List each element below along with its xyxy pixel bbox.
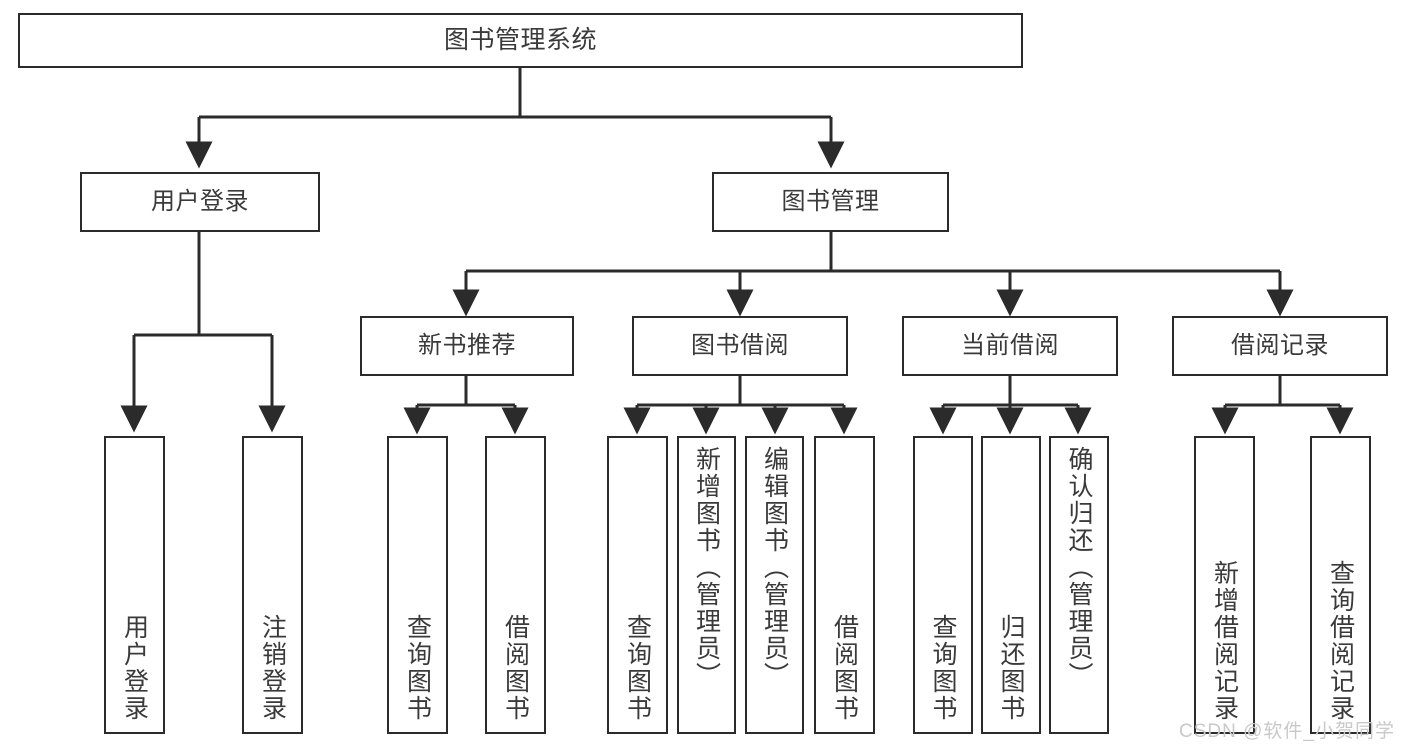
leaf-add-borrow-record[interactable]: 新增借阅记录 — [1194, 436, 1255, 734]
leaf-query-book-current[interactable]: 查询图书 — [913, 436, 973, 734]
leaf-user-login[interactable]: 用户登录 — [104, 436, 165, 734]
leaf-borrow-book[interactable]: 借阅图书 — [814, 436, 875, 734]
leaf-add-borrow-record-label: 新增借阅记录 — [1210, 560, 1239, 722]
leaf-edit-book-admin[interactable]: 编辑图书（管理员） — [745, 436, 804, 734]
leaf-query-book-current-label: 查询图书 — [929, 614, 957, 722]
node-new-book-recommend-label: 新书推荐 — [418, 331, 516, 359]
leaf-confirm-return-admin[interactable]: 确认归还（管理员） — [1049, 436, 1109, 734]
leaf-edit-book-admin-label: 编辑图书（管理员） — [760, 446, 789, 689]
leaf-borrow-book-new-label: 借阅图书 — [501, 614, 530, 722]
node-new-book-recommend[interactable]: 新书推荐 — [360, 316, 574, 376]
leaf-add-book-admin-label: 新增图书（管理员） — [692, 446, 721, 689]
watermark: CSDN @软件_小贺同学 — [1179, 721, 1395, 742]
node-current-borrow[interactable]: 当前借阅 — [902, 316, 1118, 376]
node-book-management-label: 图书管理 — [781, 187, 880, 215]
leaf-query-book-borrow-label: 查询图书 — [623, 614, 652, 722]
node-book-management[interactable]: 图书管理 — [712, 172, 949, 232]
leaf-user-login-label: 用户登录 — [120, 614, 149, 722]
leaf-logout[interactable]: 注销登录 — [242, 436, 303, 734]
node-current-borrow-label: 当前借阅 — [961, 331, 1059, 359]
node-borrow-records-label: 借阅记录 — [1231, 331, 1329, 359]
leaf-return-book[interactable]: 归还图书 — [981, 436, 1041, 734]
node-user-login-label: 用户登录 — [151, 187, 249, 215]
node-book-borrow-label: 图书借阅 — [691, 331, 789, 359]
leaf-borrow-book-label: 借阅图书 — [830, 614, 859, 722]
node-user-login[interactable]: 用户登录 — [80, 172, 320, 232]
leaf-query-book-borrow[interactable]: 查询图书 — [607, 436, 668, 734]
leaf-query-borrow-record[interactable]: 查询借阅记录 — [1310, 436, 1371, 734]
leaf-add-book-admin[interactable]: 新增图书（管理员） — [677, 436, 736, 734]
node-root[interactable]: 图书管理系统 — [18, 13, 1023, 68]
node-root-label: 图书管理系统 — [443, 25, 597, 54]
leaf-borrow-book-new[interactable]: 借阅图书 — [485, 436, 546, 734]
leaf-return-book-label: 归还图书 — [997, 614, 1025, 722]
node-book-borrow[interactable]: 图书借阅 — [632, 316, 848, 376]
leaf-confirm-return-admin-label: 确认归还（管理员） — [1065, 446, 1093, 689]
leaf-logout-label: 注销登录 — [258, 614, 287, 722]
leaf-query-borrow-record-label: 查询借阅记录 — [1326, 560, 1355, 722]
leaf-query-book-new[interactable]: 查询图书 — [387, 436, 448, 734]
leaf-query-book-new-label: 查询图书 — [403, 614, 432, 722]
node-borrow-records[interactable]: 借阅记录 — [1172, 316, 1388, 376]
